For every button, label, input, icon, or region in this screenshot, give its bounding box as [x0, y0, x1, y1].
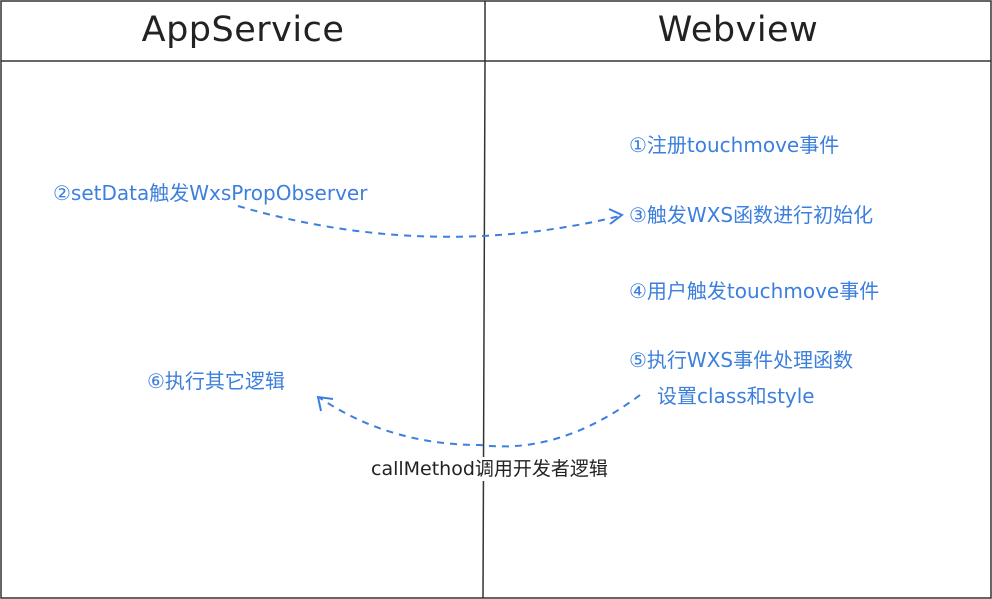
setdata-to-init-arrow: [237, 205, 621, 238]
step-user-touchmove: ④用户触发touchmove事件: [629, 279, 880, 303]
step-other-logic: ⑥执行其它逻辑: [147, 369, 285, 393]
step-wxs-handler: ⑤执行WXS事件处理函数: [629, 348, 854, 372]
step-wxs-init: ③触发WXS函数进行初始化: [629, 203, 874, 227]
step-setdata-trigger: ②setData触发WxsPropObserver: [53, 181, 368, 205]
appservice-column-title: AppService: [141, 10, 345, 50]
webview-column-title: Webview: [657, 10, 819, 50]
step-register-touchmove: ①注册touchmove事件: [629, 133, 840, 157]
callmethod-label: callMethod调用开发者逻辑: [371, 457, 610, 481]
arrowhead-right: [608, 208, 624, 225]
callmethod-return-arrow: [319, 394, 641, 448]
arrowhead-left: [316, 395, 334, 412]
step-set-class-style: 设置class和style: [657, 384, 815, 408]
column-divider: [482, 61, 486, 599]
